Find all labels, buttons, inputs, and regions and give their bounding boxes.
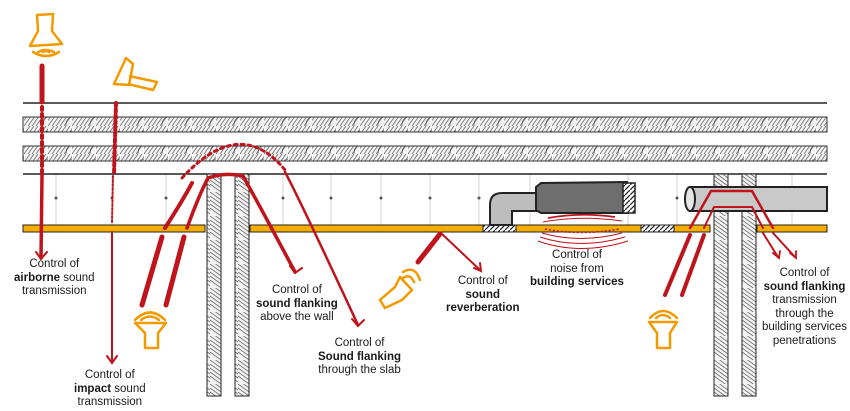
flanking-wall-arrowhead [289, 265, 303, 275]
penetration-over-2 [703, 206, 764, 229]
label-flanking-wall-line2: sound flanking [256, 298, 338, 312]
label-flanking-slab-line2: Sound flanking [318, 351, 401, 365]
label-reverberation-line1: Control of [457, 275, 508, 287]
flanking-wall-recv-1 [139, 234, 165, 308]
floor-assembly [22, 102, 828, 233]
label-flanking-wall-line1: Control of [271, 284, 322, 296]
label-reverberation-line2: sound [446, 289, 520, 303]
penetration-down-1 [762, 232, 779, 258]
hammer-impact-source-icon [112, 56, 159, 92]
label-flanking-slab: Control of Sound flanking through the sl… [318, 337, 401, 378]
label-airborne-line1: Control of [29, 258, 80, 270]
reverb-reflected [441, 233, 481, 271]
label-impact-line1: Control of [84, 369, 135, 381]
impact-path-through [112, 101, 118, 176]
ceiling-board-middle [249, 224, 484, 233]
flanking-slab-arc [180, 143, 287, 180]
impact-arrowhead [106, 355, 118, 365]
services-pipe [684, 186, 828, 212]
label-impact-bold: impact [74, 382, 112, 395]
label-reverberation-line3: reverberation [446, 302, 520, 316]
penetration-arrowhead-2 [789, 250, 797, 260]
label-airborne-bold: airborne [14, 271, 61, 284]
speaker-receiver-left-icon [133, 311, 168, 350]
label-building-services-line2: noise from [550, 262, 604, 275]
wall-left [206, 173, 250, 397]
ceiling-hangers [55, 175, 793, 225]
label-penetrations-line4: through the [775, 307, 834, 320]
label-flanking-slab-bold: Sound flanking [318, 350, 402, 363]
ceiling-board-services [515, 224, 642, 233]
wall-right [713, 173, 757, 397]
label-airborne-line2: airborne sound [14, 272, 95, 286]
ceiling-board-right-b [756, 224, 828, 233]
label-impact-line2: impact sound [74, 383, 146, 397]
flanking-wall-left-2 [185, 172, 297, 274]
flanking-wall-recv-2 [163, 234, 187, 308]
label-airborne-rest: sound [60, 271, 95, 284]
label-flanking-wall-bold: sound flanking [256, 297, 338, 310]
label-building-services-bold: building services [530, 276, 624, 288]
speaker-source-airborne-icon [28, 12, 64, 58]
ceiling-hatch-1 [482, 224, 517, 233]
label-penetrations-line1: Control of [779, 267, 830, 279]
ceiling-hatch-2 [640, 224, 675, 233]
ventilation-duct [489, 180, 636, 226]
reverb-arrowhead [473, 262, 483, 273]
clt-layer-lower [22, 145, 828, 162]
label-building-services-line1: Control of [552, 249, 602, 261]
sound-paths [35, 63, 797, 365]
penetration-arrowhead-1 [772, 250, 781, 260]
label-flanking-wall-line3: above the wall [260, 311, 334, 323]
airborne-path-cavity [39, 173, 44, 260]
label-building-services-line3: building services [530, 276, 624, 290]
label-reverberation-bold2: reverberation [446, 302, 520, 314]
label-building-services: Control of noise from building services [530, 249, 624, 290]
speaker-receiver-right-icon [647, 309, 679, 350]
airborne-arrowhead [35, 251, 48, 261]
reverb-incident [415, 231, 443, 265]
label-penetrations: Control of sound flanking transmission t… [762, 267, 847, 348]
flanking-wall-left-1 [163, 181, 194, 230]
label-penetrations-line2: sound flanking [762, 281, 847, 295]
label-penetrations-line3: transmission [772, 294, 837, 306]
penetration-left-2 [680, 233, 706, 297]
label-penetrations-bold: sound flanking [763, 280, 846, 293]
penetration-left-1 [663, 233, 692, 297]
ceiling-board-left [22, 224, 206, 233]
label-airborne-line3: transmission [21, 285, 87, 297]
speaker-reverberation-icon [378, 268, 422, 310]
penetration-over [688, 189, 775, 230]
label-flanking-slab-line3: through the slab [318, 364, 401, 376]
flanking-slab-arrowhead [351, 318, 365, 328]
label-flanking-wall: Control of sound flanking above the wall [256, 284, 338, 325]
label-reverberation: Control of sound reverberation [446, 275, 520, 316]
label-impact-rest: sound [111, 382, 146, 395]
label-penetrations-line5: building services [762, 321, 848, 333]
label-airborne: Control of airborne sound transmission [14, 258, 95, 299]
label-reverberation-bold1: sound [465, 288, 501, 301]
impact-path-cavity [111, 175, 114, 224]
duct-noise-waves [537, 213, 629, 249]
label-impact-line3: transmission [77, 396, 143, 408]
clt-layer-upper [22, 116, 828, 133]
label-penetrations-line6: penetrations [772, 334, 837, 347]
label-flanking-slab-line1: Control of [334, 337, 385, 349]
label-impact: Control of impact sound transmission [74, 369, 146, 410]
flanking-slab-path [283, 170, 360, 327]
